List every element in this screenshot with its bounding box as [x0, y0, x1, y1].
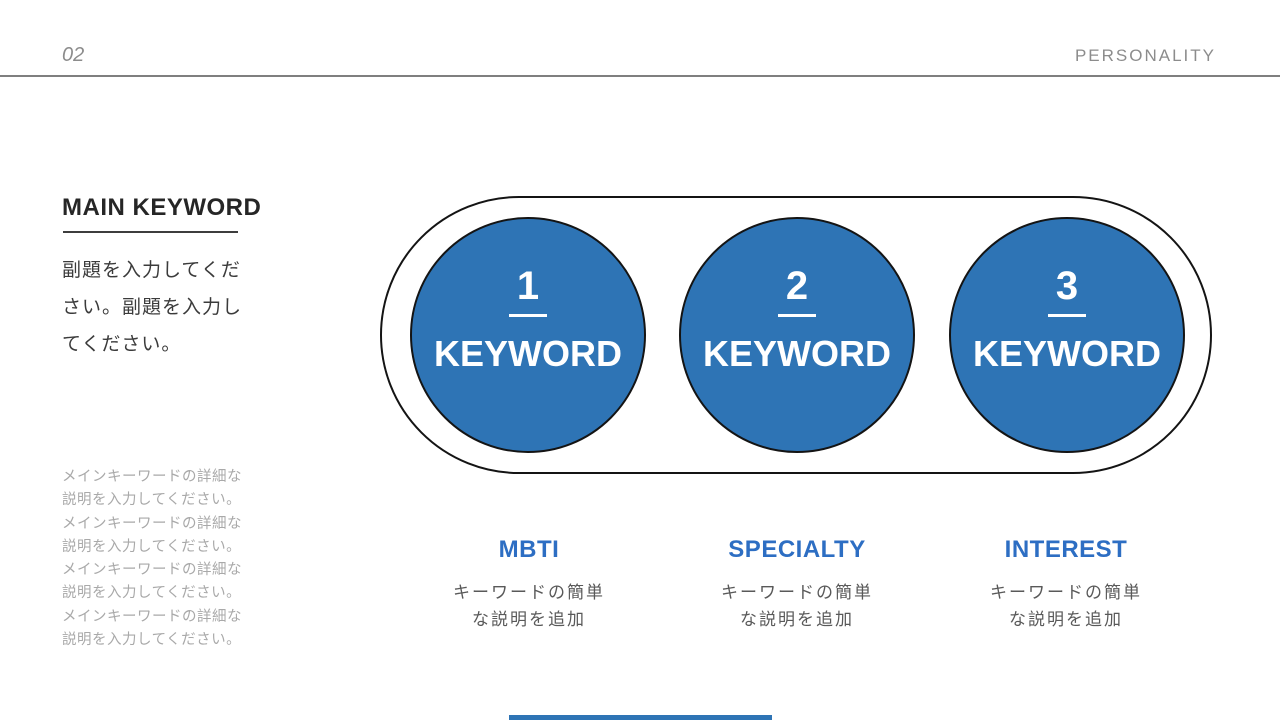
main-keyword-title: MAIN KEYWORD [62, 194, 262, 221]
keyword-circle-2-content: 2 KEYWORD [703, 266, 891, 375]
section-title: PERSONALITY [1074, 46, 1216, 65]
category-title: MBTI [498, 536, 560, 563]
category-mbti: MBTI キーワードの簡単 な説明を追加 [379, 536, 679, 633]
circle-label: KEYWORD [973, 332, 1161, 374]
category-description: キーワードの簡単 な説明を追加 [721, 583, 873, 629]
keyword-circle-3: 3 KEYWORD [949, 217, 1185, 453]
header-divider [0, 75, 1280, 77]
keyword-circle-1-content: 1 KEYWORD [434, 266, 622, 375]
page-number: 02 [62, 44, 85, 66]
circle-number: 1 [508, 266, 548, 317]
circle-number: 3 [1047, 266, 1087, 317]
subtitle-placeholder: 副題を入力してくだ さい。副題を入力し てください。 [62, 260, 243, 355]
category-description: キーワードの簡単 な説明を追加 [990, 583, 1142, 629]
category-title: INTEREST [1004, 536, 1128, 563]
keyword-circle-3-content: 3 KEYWORD [973, 266, 1161, 375]
circle-number: 2 [777, 266, 817, 317]
footer-accent-bar [509, 715, 772, 720]
category-specialty: SPECIALTY キーワードの簡単 な説明を追加 [647, 536, 947, 633]
title-underline [63, 231, 238, 233]
description-placeholder: メインキーワードの詳細な 説明を入力してください。 メインキーワードの詳細な 説… [62, 469, 242, 649]
circle-label: KEYWORD [434, 332, 622, 374]
category-interest: INTEREST キーワードの簡単 な説明を追加 [916, 536, 1216, 633]
category-title: SPECIALTY [728, 536, 866, 563]
category-description: キーワードの簡単 な説明を追加 [453, 583, 605, 629]
circle-label: KEYWORD [703, 332, 891, 374]
keyword-circle-1: 1 KEYWORD [410, 217, 646, 453]
keyword-circle-2: 2 KEYWORD [679, 217, 915, 453]
